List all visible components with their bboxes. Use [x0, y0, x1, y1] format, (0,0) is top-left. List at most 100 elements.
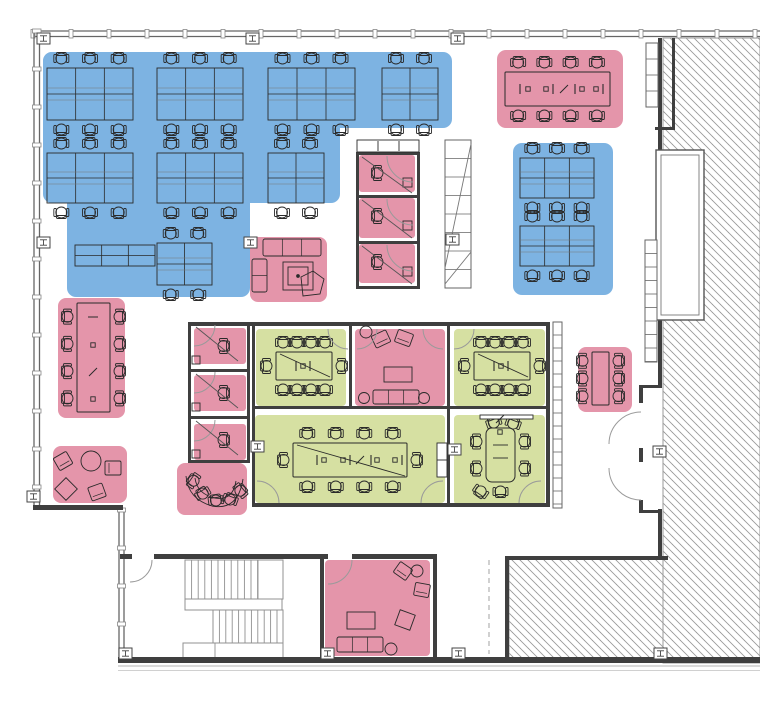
chair-arm: [384, 482, 389, 491]
cabinet-strip: [644, 239, 658, 363]
chair-icon: [190, 227, 207, 240]
chair-arm: [492, 487, 496, 496]
chair-seat: [526, 269, 539, 282]
armchair-cushion: [376, 338, 388, 345]
furniture-rect: [282, 261, 314, 291]
chair-icon: [573, 201, 590, 214]
chair-arm: [614, 365, 623, 369]
detail-line: [361, 156, 413, 194]
table-east: [576, 351, 625, 406]
chair-icon: [549, 142, 565, 155]
chair-seat: [192, 288, 205, 301]
chair-seat: [165, 206, 178, 219]
chair-arm: [301, 385, 305, 394]
chair-icon: [220, 137, 237, 150]
chair-seat: [551, 142, 563, 155]
chair-arm: [274, 125, 278, 134]
mullion-tick: [32, 256, 42, 262]
armchair-body: [371, 329, 391, 349]
chair-arm: [94, 125, 98, 134]
chair-seat: [113, 337, 126, 350]
chair-back: [165, 52, 177, 56]
chair-seat: [165, 123, 178, 136]
chair-seat: [234, 484, 247, 497]
chair-back: [61, 311, 65, 323]
chair-seat: [334, 123, 347, 136]
zone-phone-booth-3: [359, 244, 415, 283]
chair-icon: [163, 52, 180, 65]
chair-arm: [549, 271, 553, 280]
chair-seat: [305, 123, 318, 136]
chair-back: [503, 392, 515, 396]
chair-seat: [538, 109, 551, 122]
chair-arm: [287, 338, 291, 347]
chair-arm: [82, 54, 86, 63]
chair-arm: [535, 370, 544, 374]
armchair-body: [53, 451, 73, 471]
chair-seat: [222, 52, 235, 65]
round-table: [296, 274, 300, 278]
chair-arm: [185, 482, 195, 490]
mullion-tick: [117, 583, 126, 589]
chair-arm: [573, 203, 578, 212]
chair-icon: [82, 52, 98, 65]
chair-arm: [317, 385, 321, 394]
wall: [356, 195, 420, 198]
chair-icon: [458, 358, 471, 374]
chair-icon: [515, 383, 531, 396]
armchair-cushion: [416, 591, 428, 594]
chair-seat: [590, 56, 603, 69]
table-top: [275, 351, 333, 381]
chair-arm: [524, 144, 528, 153]
chair-arm: [388, 125, 392, 134]
furniture-rect: [54, 477, 78, 501]
wall: [252, 406, 550, 409]
chair-back: [291, 392, 303, 396]
chair-seat: [55, 123, 68, 136]
chair-seat: [305, 52, 318, 65]
chair-back: [358, 427, 370, 431]
table-mark-square: [90, 342, 96, 348]
curved-desk-outline: [194, 477, 237, 499]
chair-seat: [217, 387, 230, 399]
chair-back: [84, 137, 96, 141]
chair-back: [55, 132, 67, 136]
chair-icon: [110, 137, 127, 150]
chair-seat: [187, 474, 200, 487]
chair-back: [495, 494, 506, 498]
chair-seat: [335, 360, 348, 372]
chair-back: [84, 215, 96, 219]
chair-arm: [220, 208, 225, 217]
chair-icon: [536, 56, 553, 69]
armchair-body: [413, 582, 431, 598]
chair-arm: [614, 400, 623, 405]
chair-arm: [190, 290, 194, 299]
chair-seat: [113, 365, 126, 378]
chair-icon: [217, 338, 230, 354]
chair-seat: [84, 123, 96, 136]
wall: [188, 460, 250, 463]
chair-icon: [61, 390, 74, 407]
chair-icon: [524, 210, 541, 223]
chair-arm: [562, 111, 567, 120]
chair-arm: [301, 338, 305, 347]
chair-seat: [260, 360, 273, 372]
mullion-tick: [32, 180, 42, 186]
chair-back: [223, 137, 235, 141]
chair-seat: [410, 454, 423, 466]
chair-back: [277, 132, 288, 136]
door-swing-arc: [193, 371, 216, 394]
chair-arm: [311, 429, 316, 438]
wall: [658, 509, 662, 559]
chair-arm: [286, 139, 290, 148]
chair-arm: [340, 482, 344, 491]
column-symbol-icon: [653, 647, 668, 660]
armchair: [87, 482, 107, 502]
chair-arm: [472, 460, 481, 464]
chair-arm: [536, 203, 541, 212]
mullion-tick: [117, 621, 126, 627]
chair-icon: [113, 308, 126, 325]
furniture-rect: [191, 355, 201, 365]
chair-seat: [386, 427, 399, 440]
chair-arm: [428, 125, 432, 134]
